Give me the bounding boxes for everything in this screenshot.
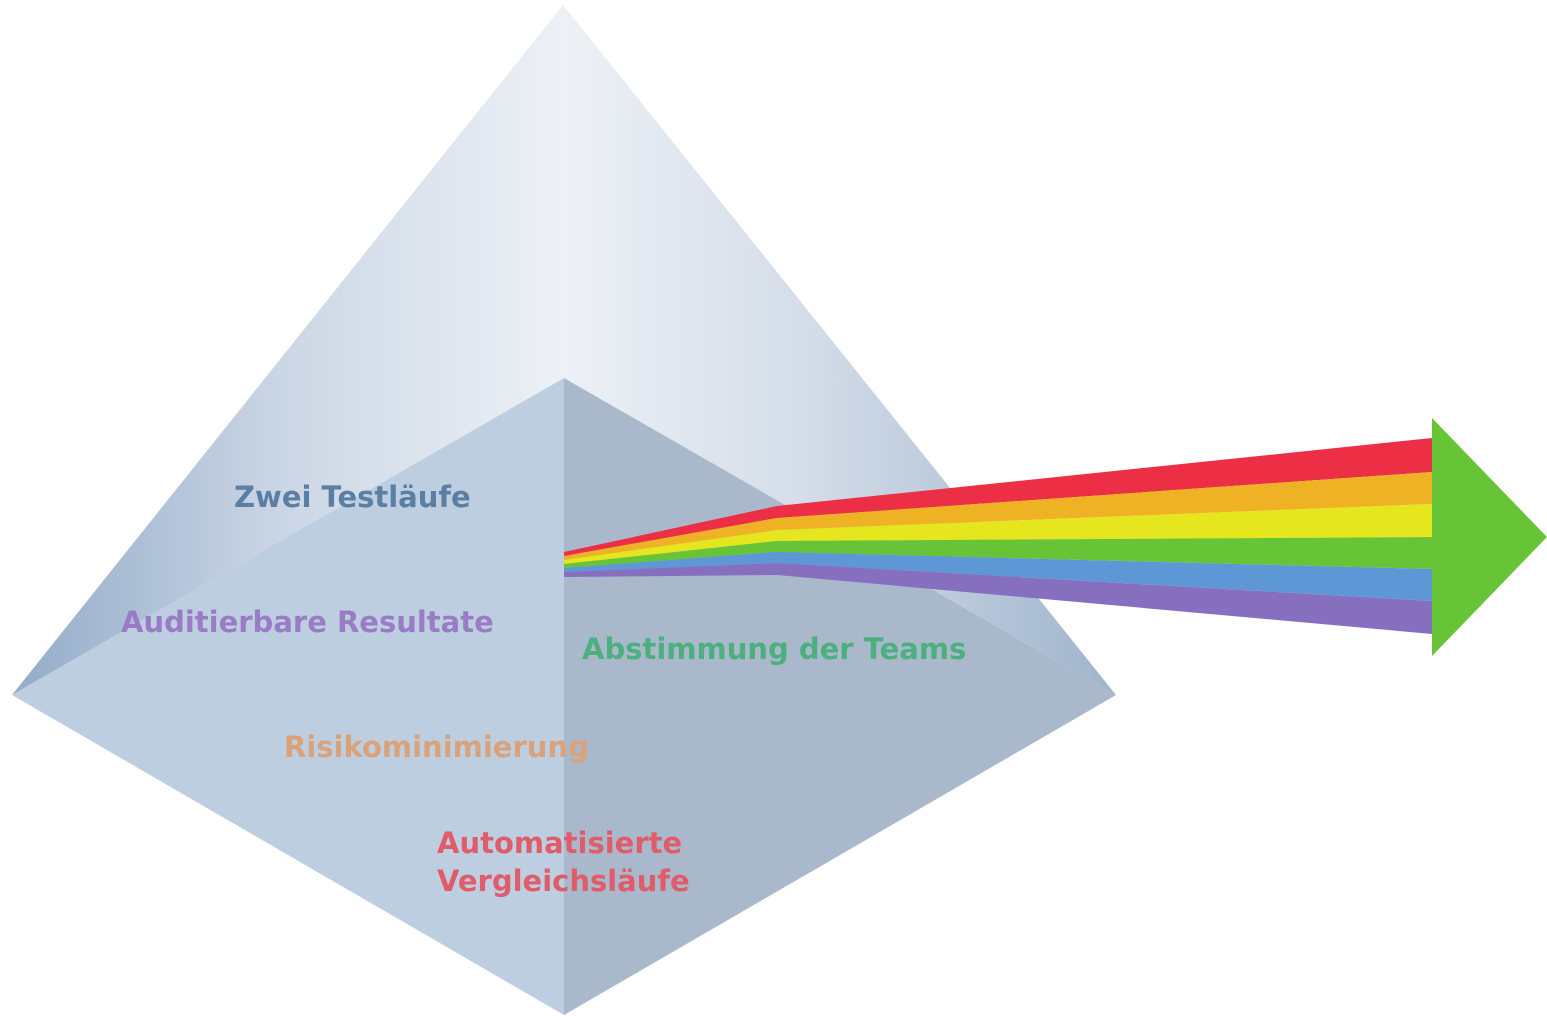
band-red xyxy=(564,438,1432,556)
band-orange xyxy=(564,472,1432,560)
label-automatisierte-line2: Vergleichsläufe xyxy=(437,864,690,898)
label-risikominimierung: Risikominimierung xyxy=(284,730,589,764)
band-yellow xyxy=(564,504,1432,564)
band-green xyxy=(564,537,1432,569)
prism-back-left-face xyxy=(12,5,564,695)
spectrum-beam xyxy=(564,418,1547,656)
label-automatisierte-line1: Automatisierte xyxy=(437,826,683,860)
label-auditierbare-resultate: Auditierbare Resultate xyxy=(121,605,494,639)
prism-front-left-face xyxy=(12,378,564,1015)
label-abstimmung-der-teams: Abstimmung der Teams xyxy=(582,632,967,666)
band-blue xyxy=(564,552,1432,601)
band-purple xyxy=(564,563,1432,634)
arrow-head xyxy=(1432,418,1547,656)
label-automatisierte-vergleichslaeufe: Automatisierte Vergleichsläufe xyxy=(437,824,690,900)
label-zwei-testlaeufe: Zwei Testläufe xyxy=(234,480,471,514)
